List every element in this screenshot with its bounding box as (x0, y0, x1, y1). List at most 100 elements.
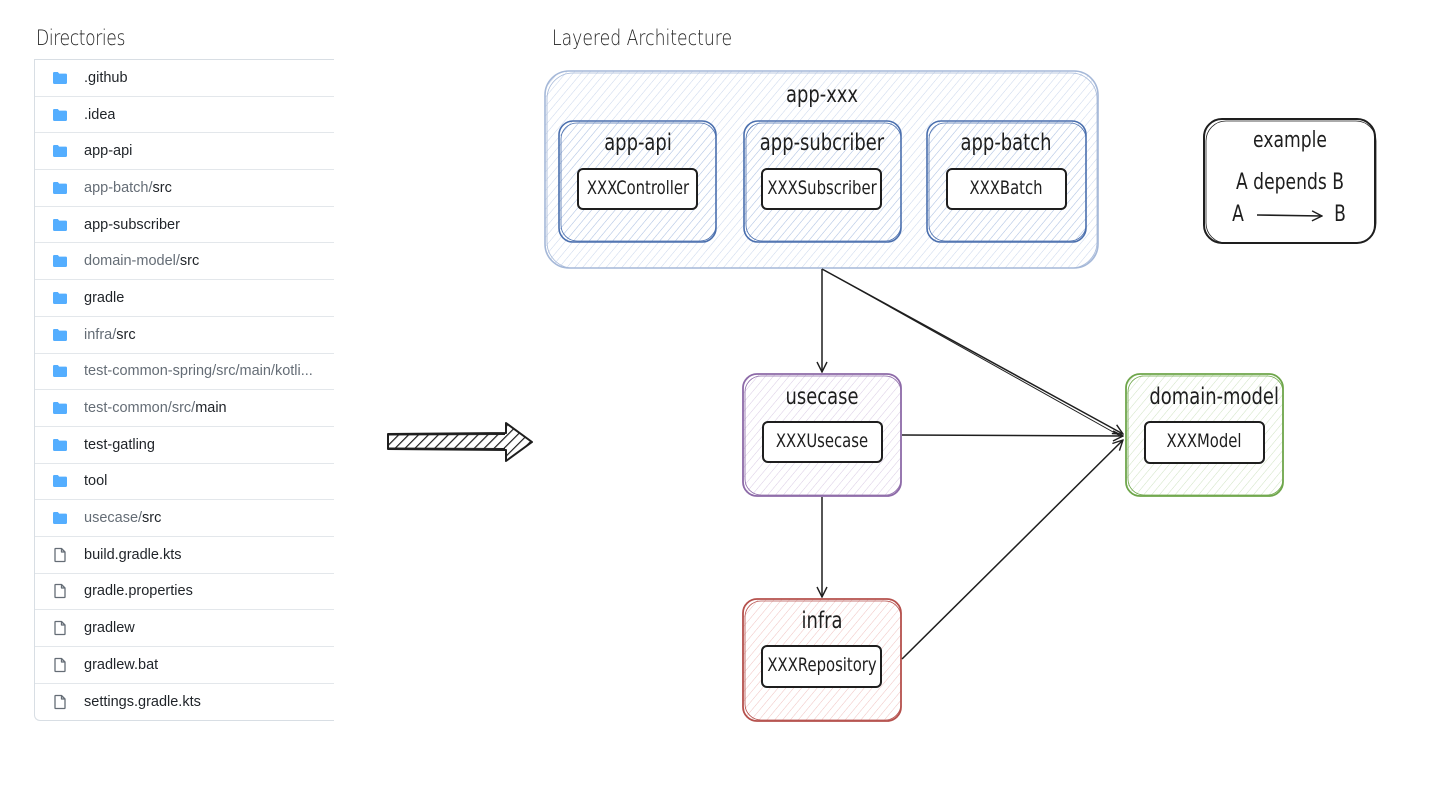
directory-row[interactable]: app-batch/src (35, 170, 334, 207)
directory-name[interactable]: gradle.properties (84, 583, 193, 599)
app-subscriber-module[interactable] (743, 120, 902, 243)
app-xxx-label: app-xxx (785, 82, 859, 108)
directory-row[interactable]: .idea (35, 97, 334, 134)
directory-path-prefix: test-common-spring/src/main/kotli... (84, 363, 313, 380)
folder-icon (52, 71, 68, 85)
arrow-infra-to-domain-model (901, 440, 1123, 660)
directory-name[interactable]: build.gradle.kts (84, 547, 182, 563)
directory-name[interactable]: app-subscriber (84, 217, 180, 233)
directory-path-prefix: app-batch/ (84, 179, 153, 196)
file-icon (52, 547, 68, 562)
directory-path-leaf: src (116, 326, 136, 343)
usecase-label: usecase (785, 384, 859, 410)
directory-path-leaf: src (179, 253, 200, 270)
directory-name[interactable]: .idea (84, 107, 115, 123)
arrow-app-to-domain-model-stroke2 (823, 269, 1123, 438)
file-icon (52, 621, 68, 636)
legend-arrow (1256, 215, 1322, 216)
directory-path-leaf: build.gradle.kts (84, 546, 182, 563)
file-row[interactable]: gradle.properties (35, 574, 334, 611)
directory-row[interactable]: gradle (35, 280, 334, 317)
directory-name[interactable]: infra/src (84, 327, 136, 343)
domain-model-layer[interactable] (1125, 373, 1284, 497)
app-api-module[interactable] (558, 120, 717, 243)
domain-model-label: domain-model (1149, 384, 1279, 410)
directories-title: Directories (36, 26, 126, 50)
file-row[interactable]: gradlew (35, 610, 334, 647)
directory-row[interactable]: test-gatling (35, 427, 334, 464)
legend-title: example (1253, 128, 1327, 153)
hatched-right-arrow-icon (387, 422, 533, 462)
directory-path-prefix: infra/ (84, 326, 117, 343)
legend-to-label: B (1334, 202, 1346, 227)
folder-icon (52, 291, 68, 305)
legend-from-label: A (1232, 202, 1244, 227)
directory-row[interactable]: tool (35, 464, 334, 501)
directory-path-leaf: .github (84, 69, 128, 86)
arrow-usecase-to-domain-model (901, 435, 1123, 436)
directory-path-leaf: src (142, 510, 162, 527)
directory-path-leaf: .idea (84, 106, 116, 123)
legend-box (1203, 118, 1377, 244)
directory-row[interactable]: test-common/src/main (35, 390, 334, 427)
app-subscriber-inner-label: XXXSubscriber (767, 177, 877, 199)
app-subscriber-label: app-subcriber (759, 130, 885, 156)
directory-row[interactable]: usecase/src (35, 500, 334, 537)
folder-icon (52, 511, 68, 525)
directory-name[interactable]: app-batch/src (84, 180, 172, 196)
folder-icon (52, 218, 68, 232)
folder-icon (52, 474, 68, 488)
architecture-title: Layered Architecture (552, 26, 733, 50)
file-row[interactable]: gradlew.bat (35, 647, 334, 684)
directory-name[interactable]: app-api (84, 143, 132, 159)
directory-row[interactable]: .github (35, 60, 334, 97)
file-icon (52, 694, 68, 710)
directory-name[interactable]: domain-model/src (84, 253, 199, 269)
directory-name[interactable]: test-common-spring/src/main/kotli... (84, 363, 313, 379)
directory-name[interactable]: .github (84, 70, 128, 86)
directory-row[interactable]: test-common-spring/src/main/kotli... (35, 354, 334, 391)
folder-icon (52, 328, 68, 342)
folder-icon (52, 181, 68, 195)
directory-name[interactable]: gradlew.bat (84, 657, 158, 673)
usecase-layer[interactable] (742, 373, 902, 497)
directory-row[interactable]: domain-model/src (35, 243, 334, 281)
file-icon (52, 657, 68, 672)
infra-inner-label: XXXRepository (767, 654, 877, 676)
directory-list: .github .idea app-api app-batch/src app-subs… (34, 59, 334, 722)
directory-path-leaf: src (152, 179, 172, 196)
directory-name[interactable]: tool (84, 473, 107, 489)
file-icon (52, 584, 68, 599)
directory-name[interactable]: test-gatling (84, 437, 155, 453)
folder-icon (52, 401, 68, 415)
directory-path-prefix: usecase/ (84, 510, 143, 527)
directory-name[interactable]: usecase/src (84, 510, 161, 526)
folder-icon (52, 144, 68, 158)
directory-name[interactable]: gradle (84, 290, 124, 306)
folder-icon (52, 364, 68, 378)
legend-description: A depends B (1235, 170, 1345, 195)
app-batch-module[interactable] (926, 120, 1087, 243)
directory-path-leaf: gradlew.bat (84, 656, 159, 673)
directory-row[interactable]: app-api (35, 133, 334, 171)
directory-path-leaf: settings.gradle.kts (84, 694, 201, 711)
directory-path-leaf: app-subscriber (84, 216, 180, 233)
infra-layer[interactable] (742, 598, 902, 722)
infra-label: infra (801, 608, 843, 634)
directory-row[interactable]: infra/src (35, 317, 334, 354)
directory-path-leaf: main (195, 400, 227, 417)
app-batch-label: app-batch (960, 130, 1052, 156)
directory-path-leaf: gradle (84, 289, 125, 306)
directory-path-leaf: gradlew (84, 620, 135, 637)
directory-path-leaf: test-gatling (84, 436, 155, 453)
directory-name[interactable]: gradlew (84, 620, 135, 636)
directory-name[interactable]: settings.gradle.kts (84, 694, 201, 710)
directory-path-leaf: tool (84, 473, 108, 490)
directory-name[interactable]: test-common/src/main (84, 400, 227, 416)
file-row[interactable]: settings.gradle.kts (35, 684, 334, 721)
folder-icon (52, 254, 68, 268)
usecase-inner-label: XXXUsecase (775, 430, 869, 452)
file-row[interactable]: build.gradle.kts (35, 537, 334, 574)
directory-row[interactable]: app-subscriber (35, 207, 334, 244)
